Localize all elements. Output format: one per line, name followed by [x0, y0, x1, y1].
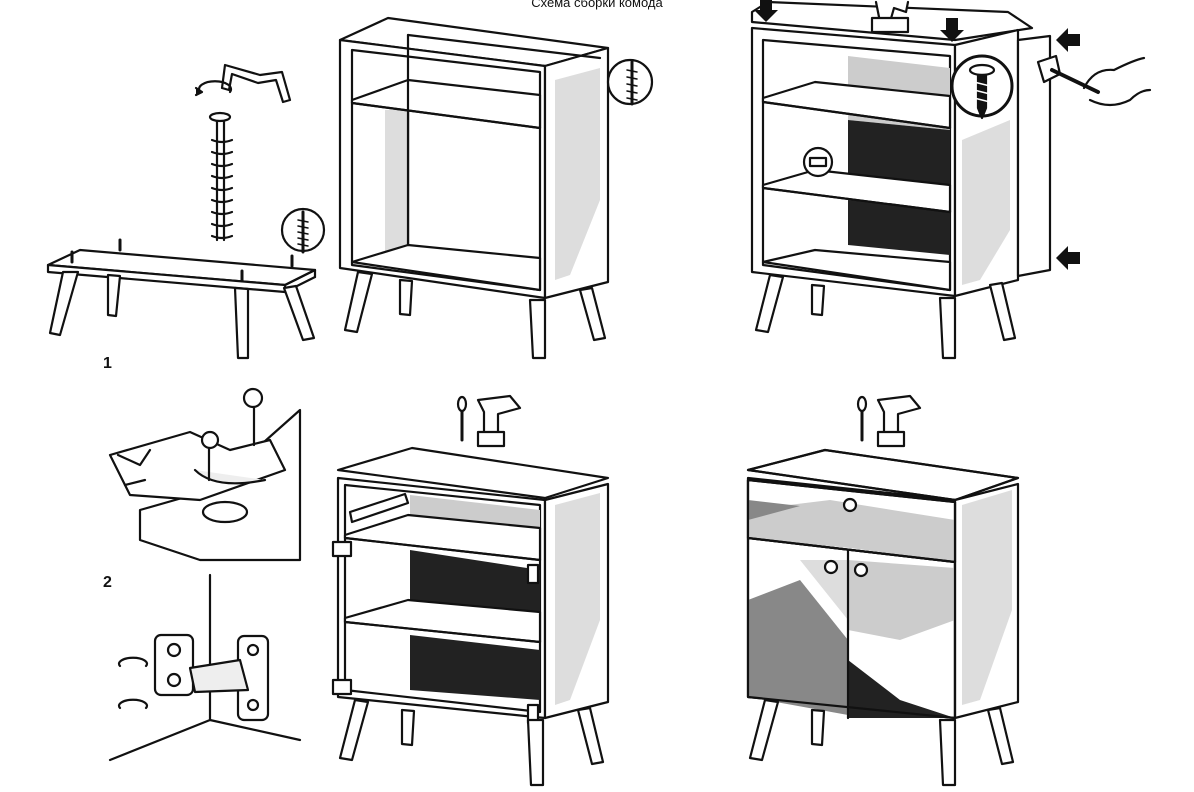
allen-key-icon: [194, 63, 292, 104]
leg-bolt-icon: [208, 111, 234, 242]
shelving-unit: [331, 446, 610, 787]
carcass-step2: [750, 0, 1052, 360]
drill-icon-mid: [456, 394, 522, 448]
dowel-detail-icon: [802, 146, 834, 178]
finished-cabinet: [746, 448, 1020, 787]
hand-icon: [1082, 56, 1152, 107]
drill-icon-right: [856, 394, 922, 448]
screw-detail-icon: [280, 207, 326, 254]
step-2-label: 2: [103, 574, 112, 591]
hinge-adjustment-detail: [108, 573, 302, 762]
arrow-icons: [754, 0, 1080, 270]
step-1-label: 1: [103, 355, 112, 372]
base-frame: [46, 238, 317, 360]
hammer-icon: [1036, 54, 1100, 94]
diagram-title: Схема сборки комода: [531, 0, 663, 10]
carcass-step1: [338, 16, 610, 360]
hinge-mounting-detail: [108, 387, 302, 562]
drill-icon-top: [870, 0, 910, 34]
screw-detail-icon-2: [606, 58, 654, 106]
screw-detail-icon-3: [950, 54, 1014, 120]
